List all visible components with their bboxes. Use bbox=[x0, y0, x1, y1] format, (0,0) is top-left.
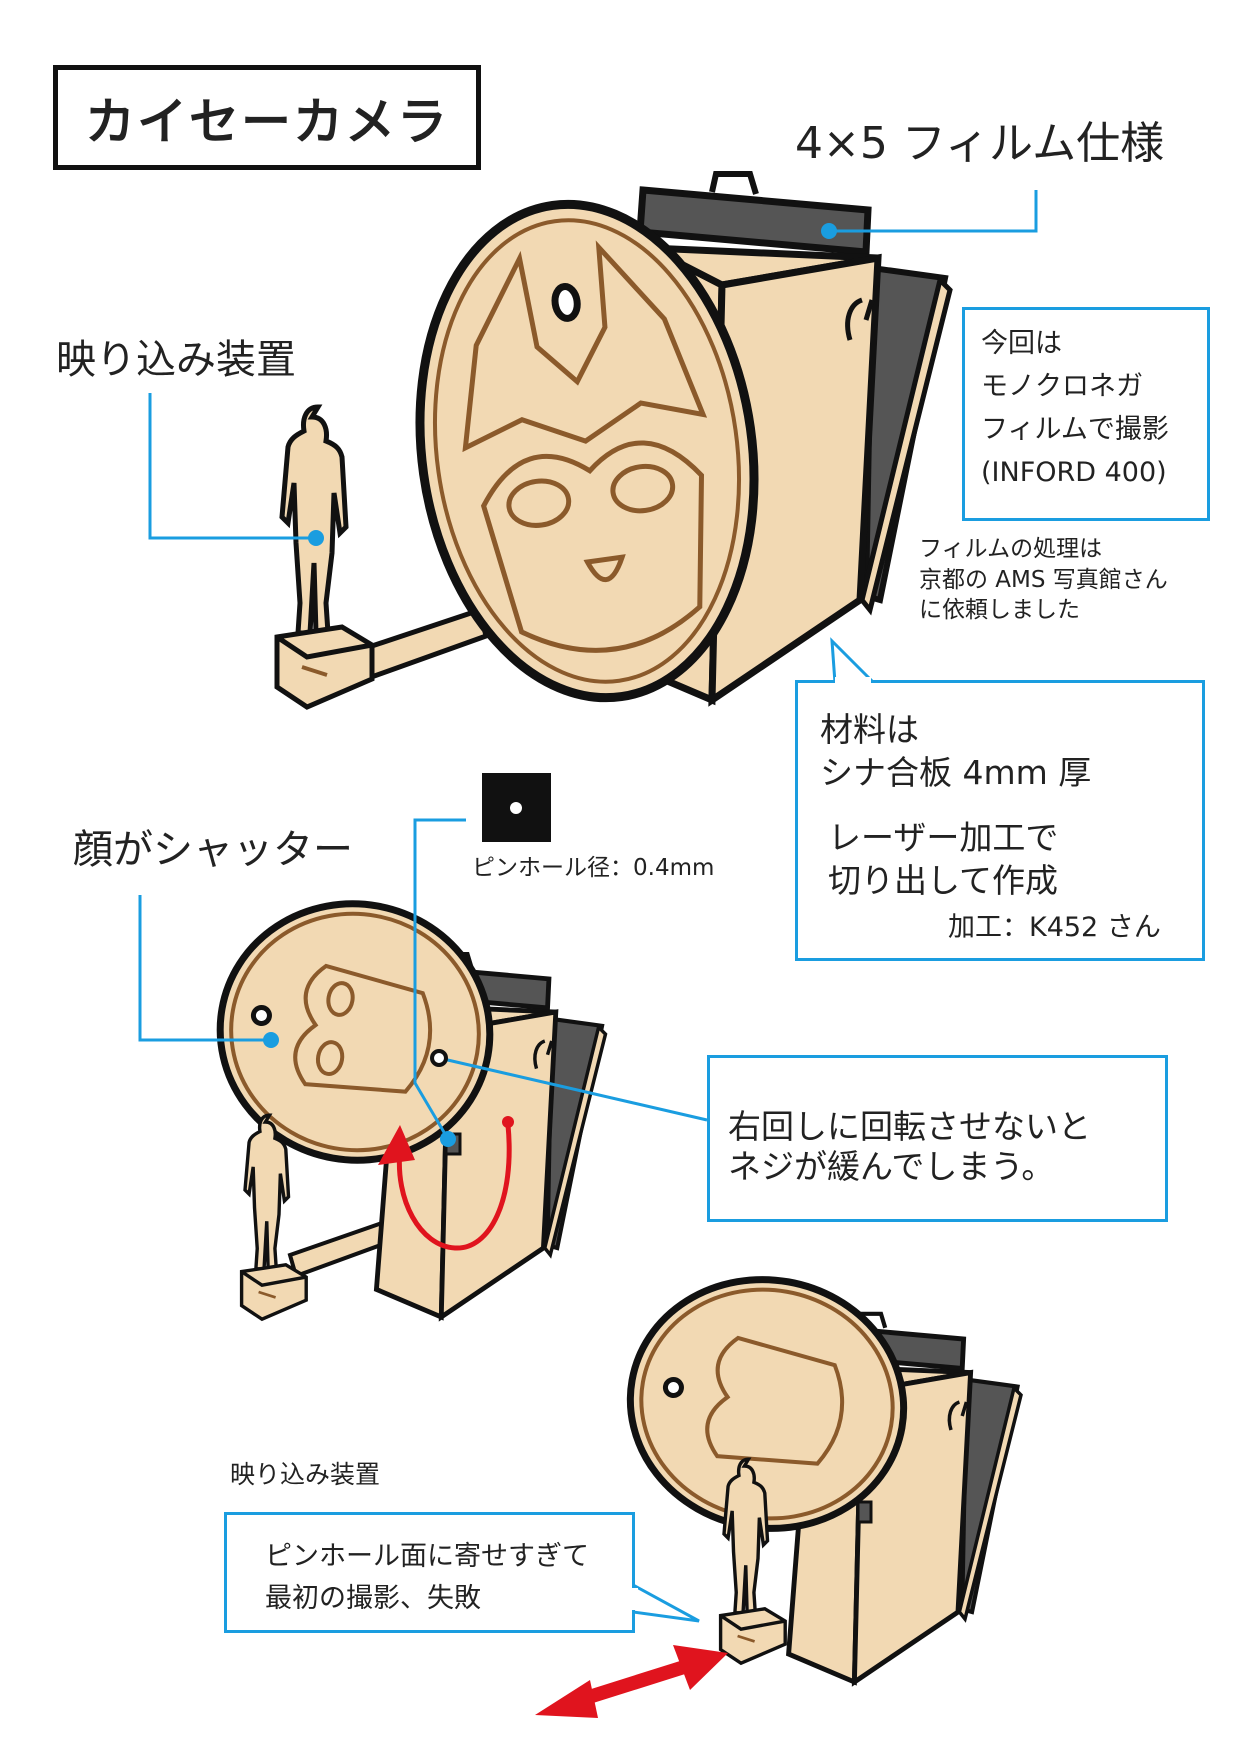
material-line: 切り出して作成 bbox=[828, 861, 1059, 900]
reflection-device-label: 映り込み装置 bbox=[56, 337, 296, 383]
face-shutter-disk bbox=[415, 199, 759, 703]
processing-note-line: フィルムの処理は bbox=[919, 536, 1103, 562]
failure-note-line: ピンホール面に寄せすぎて bbox=[265, 1541, 589, 1572]
page-title: カイセーカメラ bbox=[85, 92, 449, 151]
material-line: シナ合板 4mm 厚 bbox=[820, 753, 1092, 792]
processing-note-line: 京都の AMS 写真館さん bbox=[919, 567, 1168, 593]
material-credit: 加工：K452 さん bbox=[948, 912, 1161, 943]
processing-note-line: に依頼しました bbox=[919, 597, 1080, 623]
camera-side-view bbox=[535, 1276, 1021, 1718]
callout-lines bbox=[138, 190, 1038, 1140]
pinhole-icon bbox=[551, 283, 581, 322]
pinhole-diameter-label: ピンホール径：0.4mm bbox=[472, 855, 715, 881]
title-box: カイセーカメラ bbox=[53, 65, 481, 170]
camera-front-view bbox=[277, 174, 950, 720]
film-spec-label: 4×5 フィルム仕様 bbox=[795, 118, 1165, 169]
film-info-box: 今回は モノクロネガ フィルムで撮影 (INFORD 400) bbox=[962, 307, 1210, 521]
material-line: 材料は bbox=[820, 710, 919, 749]
material-box: 材料は シナ合板 4mm 厚 レーザー加工で 切り出して作成 加工：K452 さ… bbox=[795, 680, 1205, 961]
camera-shutter-view bbox=[216, 900, 606, 1321]
film-info-line: 今回は bbox=[981, 328, 1062, 359]
failure-note-box: ピンホール面に寄せすぎて 最初の撮影、失敗 bbox=[224, 1512, 635, 1633]
material-line: レーザー加工で bbox=[828, 818, 1059, 857]
rotation-arrow bbox=[396, 1124, 512, 1251]
rotation-warning-line: 右回しに回転させないと bbox=[728, 1107, 1091, 1146]
film-info-line: フィルムで撮影 bbox=[981, 414, 1169, 445]
face-shutter-label: 顔がシャッター bbox=[73, 827, 353, 873]
reflection-device-small-label: 映り込み装置 bbox=[230, 1460, 381, 1489]
distance-arrow-icon bbox=[535, 1645, 728, 1718]
rotation-warning-box: 右回しに回転させないと ネジが緩んでしまう。 bbox=[707, 1055, 1168, 1222]
film-info-line: モノクロネガ bbox=[981, 371, 1143, 402]
failure-note-line: 最初の撮影、失敗 bbox=[265, 1583, 481, 1614]
film-info-line: (INFORD 400) bbox=[981, 457, 1167, 488]
rotation-warning-line: ネジが緩んでしまう。 bbox=[728, 1147, 1055, 1186]
